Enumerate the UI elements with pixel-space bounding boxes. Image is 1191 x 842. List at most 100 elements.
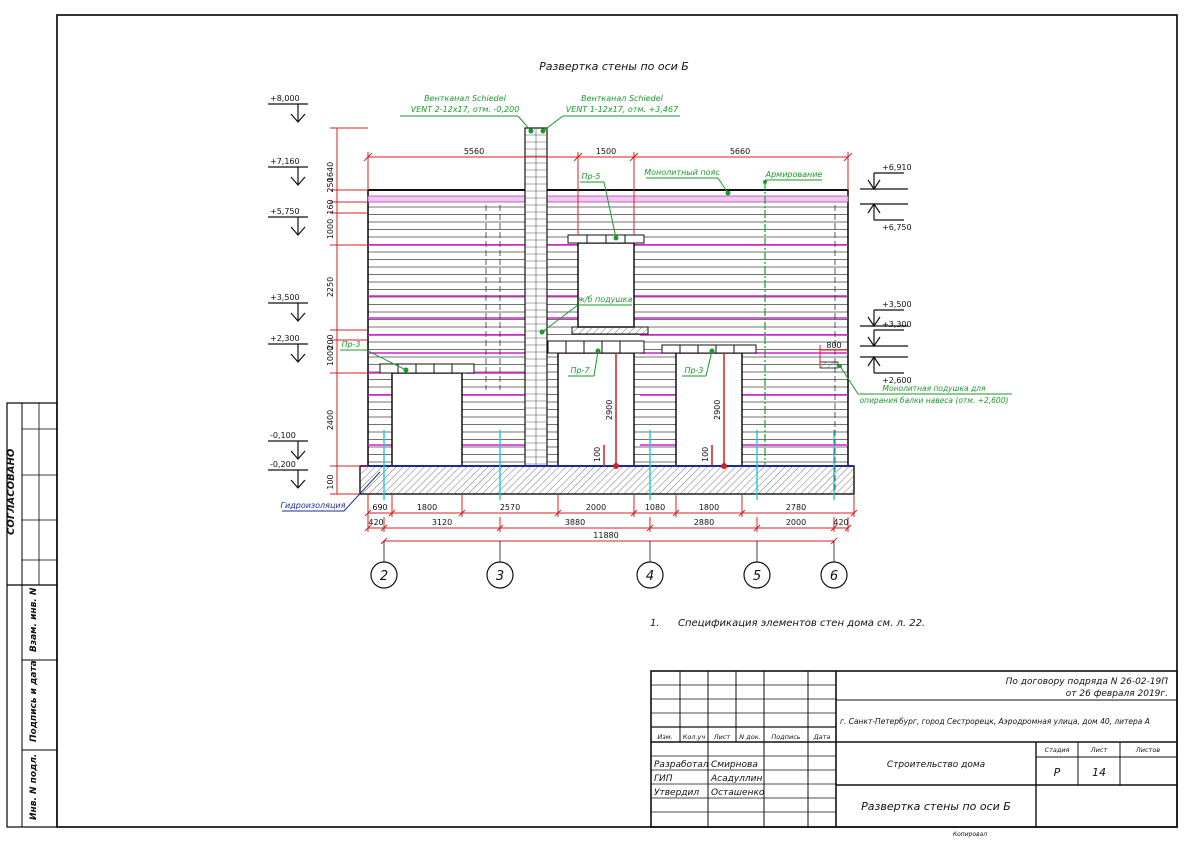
sheet-value: 14: [1092, 766, 1106, 779]
top-dim-3: 5660: [730, 147, 750, 156]
bdim2-6: 420: [833, 518, 848, 527]
col-kol: Кол.уч: [683, 733, 706, 741]
dim-tick: [458, 509, 466, 517]
left-level-marks: +8,000+7,160+5,750+3,500+2,300-0,100-0,2…: [268, 94, 308, 489]
dim-tick: [554, 509, 562, 517]
left-vertical-dims: [330, 127, 368, 495]
level-right-3: +3,300: [860, 320, 912, 348]
level-left-3-label: +3,500: [270, 293, 300, 302]
bottom-dims-row1: 690 1800 2570 2000 1080 1800 2780: [372, 503, 806, 512]
level-left-1-label: +7,160: [270, 157, 300, 166]
right-level-marks: +6,910 +6,750 +3,500 +3,300 +2,600: [860, 163, 912, 385]
vdim-1: 1640: [326, 162, 335, 182]
level-right-2: +3,500: [860, 300, 912, 328]
bdim1-7: 2780: [786, 503, 806, 512]
dim-tick: [388, 509, 396, 517]
dim-tick: [646, 524, 654, 532]
address: г. Санкт-Петербург, город Сестрорецк, Аэ…: [840, 717, 1150, 726]
right-dim-800-text: 800: [826, 341, 841, 350]
object-name: Строительство дома: [887, 760, 985, 770]
col-izm: Изм.: [657, 733, 672, 741]
door-opening-right: [675, 352, 743, 467]
spec-note: Спецификация элементов стен дома см. л. …: [678, 618, 925, 629]
vdim-5: 2250: [326, 277, 335, 297]
note-support-line1: Монолитная подушка для: [883, 384, 986, 393]
bdim1-1: 690: [372, 503, 387, 512]
contract-line2: от 26 февраля 2019г.: [1066, 689, 1168, 699]
bdim1-5: 1080: [645, 503, 665, 512]
vent-left-line2: VENT 2-12х17, отм. -0,200: [411, 105, 520, 114]
stage-label: Стадия: [1045, 746, 1070, 754]
vent-left-line1: Вентканал Schiedel: [424, 94, 507, 103]
dim-tick: [496, 524, 504, 532]
level-right-2-label: +3,500: [882, 300, 912, 309]
level-left-1: +7,160: [268, 157, 308, 186]
level-left-5-label: -0,100: [270, 431, 296, 440]
col-date: Дата: [813, 733, 831, 741]
bottom-dims: [368, 512, 854, 542]
note-waterproofing: Гидроизоляция: [281, 501, 346, 510]
inv-original-label: Инв. N подл.: [29, 754, 39, 820]
dim-tick: [380, 524, 388, 532]
top-dim-1: 5560: [464, 147, 484, 156]
col-doc: N док.: [739, 733, 760, 741]
name-2: Асадуллин: [710, 774, 763, 784]
level-right-1-label: +6,750: [882, 223, 912, 232]
dim-tick: [738, 509, 746, 517]
axis-3: 3: [496, 569, 504, 584]
opening-height-3: 100: [593, 447, 602, 462]
level-left-4: +2,300: [268, 334, 308, 363]
opening-height-1: 2900: [605, 400, 614, 420]
col-list: Лист: [713, 733, 731, 741]
door-opening-left: [391, 372, 463, 467]
note-pr3-right: Пр-3: [684, 366, 703, 375]
spec-note-number: 1.: [650, 618, 660, 629]
dim-tick: [844, 524, 852, 532]
note-monolith-belt: Монолитный пояс: [644, 168, 720, 177]
total-dim: 11880: [593, 531, 618, 540]
cyan-markers: [383, 430, 835, 500]
level-left-2-label: +5,750: [270, 207, 300, 216]
level-left-4-label: +2,300: [270, 334, 300, 343]
note-reinforcement: Армирование: [765, 170, 823, 179]
drawing-title: Развертка стены по оси Б: [539, 60, 689, 73]
level-right-4: +2,600: [860, 355, 912, 385]
dim-tick: [364, 509, 372, 517]
name-3: Осташенко: [711, 788, 765, 798]
level-right-0: +6,910: [860, 163, 912, 191]
bdim2-2: 3120: [432, 518, 452, 527]
vdim-9: 100: [326, 474, 335, 489]
dim-tick: [753, 524, 761, 532]
bdim1-4: 2000: [586, 503, 606, 512]
level-right-4-label: +2,600: [882, 376, 912, 385]
bottom-dims-row2: 420 3120 3880 2880 2000 420: [368, 518, 848, 527]
note-rc-lintel: ж/б подушка: [577, 295, 633, 304]
vdim-2: 250: [326, 177, 335, 192]
level-left-6-label: -0,200: [270, 460, 296, 469]
vent-right-line2: VENT 1-12х17, отм. +3,467: [566, 105, 679, 114]
sheet-name: Развертка стены по оси Б: [861, 800, 1011, 813]
stage-value: Р: [1054, 766, 1061, 779]
contract-line1: По договору подряда N 26-02-19П: [1006, 677, 1169, 687]
note-pr3-left: Пр-3: [341, 340, 360, 349]
level-left-6: -0,200: [268, 460, 308, 489]
axis-2: 2: [380, 569, 388, 584]
copied-label: Копировал: [953, 831, 987, 838]
wall-elevation: 2900 2900 100 100: [359, 127, 855, 500]
level-left-2: +5,750: [268, 207, 308, 236]
top-dimensions: [363, 152, 853, 235]
axis-6: 6: [830, 569, 838, 584]
note-support-line2: опирания балки навеса (отм. +2,600): [860, 396, 1009, 405]
dim-tick: [850, 509, 858, 517]
vent-right-line1: Вентканал Schiedel: [581, 94, 664, 103]
vdim-6: 200: [326, 334, 335, 349]
role-3: Утвердил: [654, 788, 699, 798]
level-right-1: +6,750: [860, 202, 912, 232]
sheet-label: Лист: [1090, 746, 1108, 754]
side-stamp: СОГЛАСОВАНО Взам. инв. N Подпись и дата …: [6, 402, 58, 828]
top-dim-2: 1500: [596, 147, 616, 156]
bdim2-1: 420: [368, 518, 383, 527]
dim-tick: [830, 524, 838, 532]
foundation: [359, 465, 855, 495]
